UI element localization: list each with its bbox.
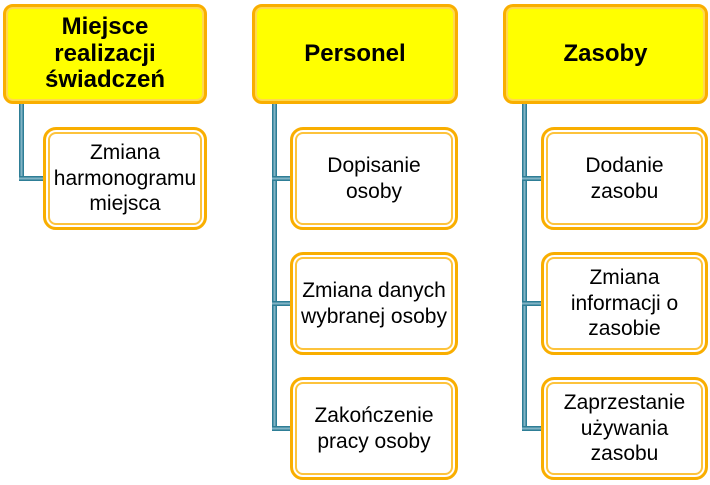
node-label-line: Dopisanie — [327, 153, 421, 177]
connector-col3-stub-3 — [522, 426, 545, 431]
node-label-line: Miejsce — [61, 13, 149, 41]
node-label-line: osoby — [345, 179, 403, 203]
node-label: Personel — [304, 39, 406, 67]
child-node-zmiana-harmonogramu-miejsca: Zmiana harmonogramu miejsca — [43, 127, 207, 230]
child-node-zmiana-danych-wybranej-osoby: Zmiana danych wybranej osoby — [290, 252, 458, 355]
header-node-zasoby: Zasoby — [503, 4, 708, 104]
node-label: Zaprzestanie używania zasobu — [564, 390, 685, 467]
node-label-line: Personel — [304, 39, 406, 67]
node-label-line: miejsca — [89, 192, 161, 216]
child-node-zakonczenie-pracy-osoby: Zakończenie pracy osoby — [290, 377, 458, 480]
node-label: Zakończenie pracy osoby — [314, 403, 433, 454]
node-label-line: używania — [580, 416, 669, 440]
node-label-line: świadczeń — [44, 66, 166, 94]
node-label-line: pracy osoby — [317, 429, 431, 453]
node-label: Miejsce realizacji świadczeń — [44, 13, 166, 94]
node-label-line: Zmiana — [589, 266, 660, 290]
child-node-dodanie-zasobu: Dodanie zasobu — [541, 127, 708, 230]
node-label-line: Zmiana danych — [302, 278, 446, 302]
connector-col1-stub-1 — [19, 176, 47, 181]
connector-col2-stub-2 — [272, 301, 294, 306]
node-label-line: Zaprzestanie — [563, 391, 686, 415]
header-node-personel: Personel — [252, 4, 458, 104]
node-label-line: zasobu — [590, 179, 659, 203]
connector-col2-stub-3 — [272, 426, 294, 431]
node-label-line: zasobu — [590, 442, 659, 466]
node-label: Zmiana harmonogramu miejsca — [54, 140, 196, 217]
child-node-zaprzestanie-uzywania-zasobu: Zaprzestanie używania zasobu — [541, 377, 708, 480]
node-label: Zmiana informacji o zasobie — [571, 265, 678, 342]
node-label-line: wybranej osoby — [301, 304, 447, 328]
node-label-line: Zakończenie — [314, 403, 434, 427]
node-label: Zasoby — [563, 39, 648, 67]
child-node-zmiana-informacji-o-zasobie: Zmiana informacji o zasobie — [541, 252, 708, 355]
connector-col3-stub-2 — [522, 301, 545, 306]
node-label-line: harmonogramu — [53, 166, 197, 190]
node-label: Dopisanie osoby — [327, 153, 420, 204]
node-label-line: Zasoby — [563, 39, 648, 67]
node-label-line: Dodanie — [585, 153, 664, 177]
connector-col1-vertical — [19, 103, 24, 181]
node-label-line: realizacji — [54, 39, 156, 67]
connector-col3-stub-1 — [522, 176, 545, 181]
node-label-line: Zmiana — [89, 141, 161, 165]
child-node-dopisanie-osoby: Dopisanie osoby — [290, 127, 458, 230]
node-label: Zmiana danych wybranej osoby — [301, 278, 447, 329]
node-label: Dodanie zasobu — [585, 153, 663, 204]
connector-col3-vertical — [522, 103, 527, 431]
header-node-miejsce-realizacji-swiadczen: Miejsce realizacji świadczeń — [3, 4, 207, 104]
connector-col2-stub-1 — [272, 176, 294, 181]
connector-col2-vertical — [272, 103, 277, 431]
node-label-line: zasobie — [588, 317, 661, 341]
node-label-line: informacji o — [570, 291, 679, 315]
